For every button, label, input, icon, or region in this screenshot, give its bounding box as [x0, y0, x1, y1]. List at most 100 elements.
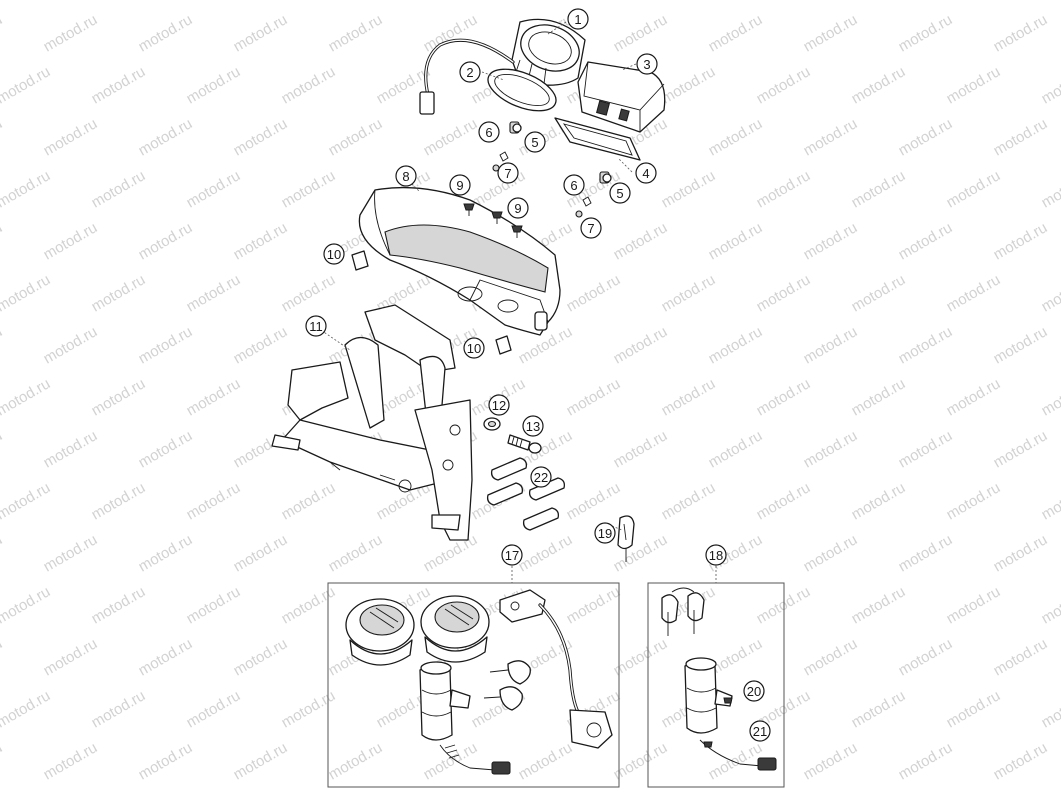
callout-label: 21: [753, 724, 767, 739]
watermark-text: motod.ru: [896, 323, 956, 367]
callout-circle: [524, 131, 546, 153]
watermark-text: motod.ru: [1039, 479, 1061, 523]
watermark-text: motod.ru: [944, 583, 1004, 627]
callout-label: 2: [466, 65, 473, 80]
watermark-text: motod.ru: [801, 531, 861, 575]
watermark-text: motod.ru: [0, 739, 5, 783]
callout-0: 1: [567, 8, 589, 30]
callout-circle: [305, 315, 327, 337]
kit-18-frame: [647, 566, 785, 788]
callout-circle: [449, 174, 471, 196]
callout-circle: [395, 165, 417, 187]
watermark-text: motod.ru: [41, 115, 101, 159]
callout-10: 8: [395, 165, 417, 187]
callout-circle: [743, 680, 765, 702]
watermark-text: motod.ru: [849, 271, 909, 315]
callout-circle: [567, 8, 589, 30]
callout-23: 21: [749, 720, 771, 742]
watermark-text: motod.ru: [754, 0, 814, 3]
callout-circle: [478, 121, 500, 143]
watermark-text: motod.ru: [1039, 687, 1061, 731]
watermark-text: motod.ru: [0, 323, 5, 367]
callout-circle: [459, 61, 481, 83]
watermark-text: motod.ru: [754, 63, 814, 107]
callout-circle: [488, 394, 510, 416]
part-9-screws: [463, 203, 523, 238]
watermark-text: motod.ru: [801, 115, 861, 159]
watermark-text: motod.ru: [0, 479, 53, 523]
watermark-text: motod.ru: [896, 635, 956, 679]
callout-17: 13: [522, 415, 544, 437]
callout-8: 7: [497, 162, 519, 184]
callout-4: 5: [524, 131, 546, 153]
watermark-text: motod.ru: [991, 427, 1051, 471]
watermark-text: motod.ru: [421, 739, 481, 783]
watermark-text: motod.ru: [136, 739, 196, 783]
watermark-text: motod.ru: [564, 479, 624, 523]
watermark-text: motod.ru: [279, 687, 339, 731]
watermark-text: motod.ru: [801, 219, 861, 263]
callout-label: 7: [587, 221, 594, 236]
watermark-text: motod.ru: [89, 63, 149, 107]
watermark-text: motod.ru: [1039, 583, 1061, 627]
callout-16: 12: [488, 394, 510, 416]
callout-22: 20: [743, 680, 765, 702]
part-4-gasket: [554, 117, 641, 161]
watermark-text: motod.ru: [231, 11, 291, 55]
watermark-text: motod.ru: [0, 427, 5, 471]
callout-label: 18: [709, 548, 723, 563]
watermark-text: motod.ru: [991, 219, 1051, 263]
callout-5: 5: [609, 182, 631, 204]
fasteners-5-6-7: [492, 121, 612, 218]
watermark-text: motod.ru: [1039, 167, 1061, 211]
callout-label: 4: [642, 166, 649, 181]
watermark-text: motod.ru: [754, 479, 814, 523]
callout-circle: [463, 337, 485, 359]
watermark-text: motod.ru: [184, 0, 244, 3]
callout-label: 17: [505, 548, 519, 563]
callout-circle: [507, 197, 529, 219]
watermark-text: motod.ru: [1039, 375, 1061, 419]
watermark-text: motod.ru: [0, 11, 5, 55]
watermark-text: motod.ru: [184, 271, 244, 315]
watermark-text: motod.ru: [41, 219, 101, 263]
watermark-text: motod.ru: [0, 63, 53, 107]
watermark-text: motod.ru: [516, 739, 576, 783]
watermark-text: motod.ru: [231, 427, 291, 471]
watermark-text: motod.ru: [849, 167, 909, 211]
callout-label: 6: [570, 178, 577, 193]
watermark-text: motod.ru: [89, 687, 149, 731]
watermark-text: motod.ru: [41, 635, 101, 679]
watermark-text: motod.ru: [896, 427, 956, 471]
watermark-text: motod.ru: [754, 375, 814, 419]
callout-7: 6: [563, 174, 585, 196]
kit-17-frame: [327, 566, 620, 788]
watermark-text: motod.ru: [754, 271, 814, 315]
callout-18: 22: [530, 466, 552, 488]
watermark-text: motod.ru: [991, 635, 1051, 679]
watermark-text: motod.ru: [849, 375, 909, 419]
watermark-text: motod.ru: [991, 11, 1051, 55]
watermark-text: motod.ru: [611, 219, 671, 263]
watermark-text: motod.ru: [706, 739, 766, 783]
watermark-text: motod.ru: [89, 271, 149, 315]
callout-circle: [635, 162, 657, 184]
watermark-text: motod.ru: [1039, 0, 1061, 3]
watermark-text: motod.ru: [801, 11, 861, 55]
watermark-text: motod.ru: [564, 271, 624, 315]
watermark-text: motod.ru: [659, 63, 719, 107]
watermark-text: motod.ru: [659, 271, 719, 315]
callout-2: 3: [636, 53, 658, 75]
watermark-text: motod.ru: [41, 531, 101, 575]
watermark-text: motod.ru: [944, 271, 1004, 315]
callout-circle: [501, 544, 523, 566]
part-11-bracket: [271, 304, 473, 541]
part-12-nut: [483, 417, 501, 431]
watermark-text: motod.ru: [231, 531, 291, 575]
watermark-text: motod.ru: [754, 167, 814, 211]
watermark-text: motod.ru: [896, 219, 956, 263]
callout-label: 20: [747, 684, 761, 699]
watermark-text: motod.ru: [0, 583, 53, 627]
